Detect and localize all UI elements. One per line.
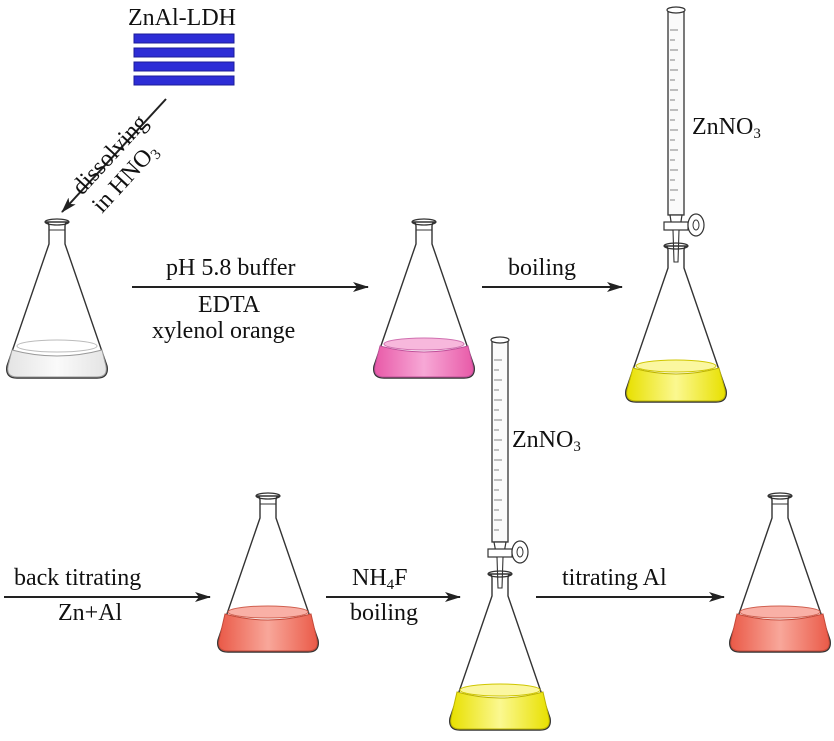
xylenol-orange-label: xylenol orange — [152, 318, 295, 344]
znno3-label-2: ZnNO3 — [512, 427, 581, 455]
flask-red-1 — [217, 492, 319, 653]
flask-yellow-2 — [449, 570, 551, 731]
burette-1 — [663, 6, 705, 263]
burette-2 — [487, 336, 529, 589]
znno3-label-1: ZnNO3 — [692, 114, 761, 142]
boiling-label-1: boiling — [508, 255, 576, 281]
flask-pink — [373, 218, 475, 379]
back-titrating-label: back titrating — [14, 565, 141, 591]
titrating-al-label: titrating Al — [562, 565, 667, 591]
ldh-layer-stack — [133, 33, 235, 86]
edta-label: EDTA — [198, 292, 261, 318]
zn-al-label: Zn+Al — [58, 600, 123, 626]
flask-yellow-1 — [625, 242, 727, 403]
flask-red-2 — [729, 492, 831, 653]
boiling-label-2: boiling — [350, 600, 418, 626]
ldh-label: ZnAl-LDH — [128, 5, 236, 31]
buffer-label: pH 5.8 buffer — [166, 255, 296, 281]
nh4f-label: NH4F — [352, 565, 408, 593]
flask-initial — [6, 218, 108, 379]
dissolving-arrow — [61, 98, 167, 213]
